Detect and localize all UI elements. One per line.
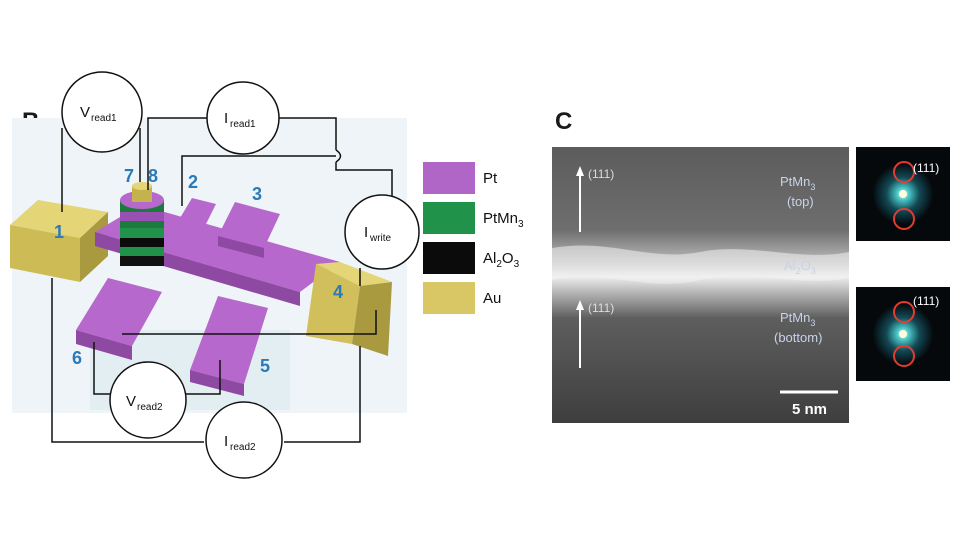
fft-bottom-spot-circle-lower: [893, 345, 915, 367]
legend-swatch-al2o3: [423, 242, 475, 274]
layer-label-bottom-material: PtMn3: [780, 310, 815, 328]
v-read1-sub: read1: [91, 113, 117, 124]
legend-swatch-pt: [423, 162, 475, 194]
i-write-main: I: [364, 224, 368, 241]
pad-number-6: 6: [72, 348, 82, 368]
fft-bottom-spot-circle-upper: [893, 301, 915, 323]
pad-number-7: 7: [124, 166, 134, 186]
scale-bar-label: 5 nm: [792, 401, 827, 418]
legend-label-ptmn3: PtMn3: [483, 210, 524, 230]
legend-label-au: Au: [483, 290, 501, 307]
pad-number-5: 5: [260, 356, 270, 376]
pad-number-2: 2: [188, 172, 198, 192]
v-read2-main: V: [126, 393, 136, 410]
fft-pattern-bottom: (111): [856, 287, 950, 381]
tem-image: (111) (111) PtMn3 (top) Al2O3 PtMn3 (bot…: [552, 147, 849, 423]
pad-number-3: 3: [252, 184, 262, 204]
legend-swatch-au: [423, 282, 475, 314]
tem-micrograph: [552, 147, 849, 423]
fft-top-spot-circle-upper: [893, 161, 915, 183]
legend-label-al2o3: Al2O3: [483, 250, 520, 270]
pillar-stack: [120, 182, 164, 266]
material-legend: Pt PtMn3 Al2O3 Au: [423, 162, 524, 314]
i-write-meter: I write: [344, 194, 420, 270]
wiring: [51, 117, 393, 443]
i-write-sub: write: [369, 233, 392, 244]
v-read2-sub: read2: [137, 402, 163, 413]
layer-label-top-material: PtMn3: [780, 174, 815, 192]
direction-arrow-top: [576, 166, 584, 232]
direction-label-top: (111): [588, 167, 614, 181]
direction-label-bottom: (111): [588, 301, 614, 315]
direction-arrow-bottom: [576, 300, 584, 368]
i-read1-meter: I read1: [206, 81, 280, 155]
pad-number-1: 1: [54, 222, 64, 242]
layer-label-top-position: (top): [787, 194, 814, 209]
i-read1-main: I: [224, 110, 228, 127]
fft-top-spot-circle-lower: [893, 208, 915, 230]
layer-label-al2o3: Al2O3: [784, 258, 816, 276]
device-schematic: V read1 I read1 I write V read2 I read2 …: [10, 71, 524, 479]
legend-label-pt: Pt: [483, 170, 498, 187]
interface-band: [552, 245, 849, 284]
fft-pattern-top: (111): [856, 147, 950, 241]
au-pad-right: [306, 262, 392, 356]
legend-swatch-ptmn3: [423, 202, 475, 234]
i-read2-meter: I read2: [205, 401, 283, 479]
v-read1-main: V: [80, 104, 90, 121]
i-read1-sub: read1: [230, 119, 256, 130]
pad-number-4: 4: [333, 282, 343, 302]
i-read2-sub: read2: [230, 442, 256, 453]
layer-label-bottom-position: (bottom): [774, 330, 822, 345]
fft-top-label: (111): [913, 161, 939, 175]
fft-bottom-label: (111): [913, 294, 939, 308]
panel-c-letter: C: [555, 108, 573, 135]
pad-number-8: 8: [148, 166, 158, 186]
i-read2-main: I: [224, 433, 228, 450]
v-read1-meter: V read1: [61, 71, 143, 153]
pt-bar: [76, 198, 340, 396]
v-read2-meter: V read2: [109, 361, 187, 439]
